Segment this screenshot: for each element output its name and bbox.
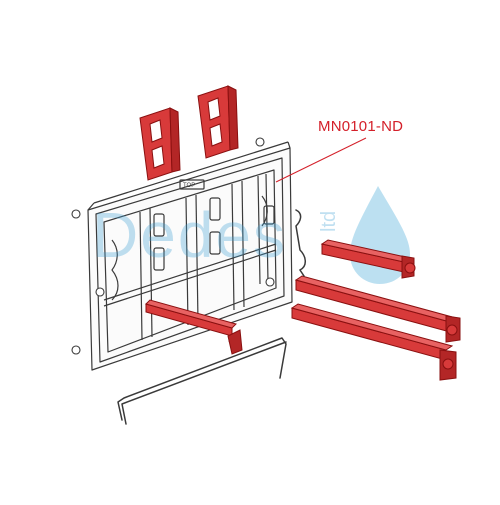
- wire-spring: [295, 209, 306, 277]
- wire-hanger: [117, 337, 287, 425]
- mounting-frame: TOP: [87, 141, 293, 371]
- part-number-label: MN0101-ND: [318, 118, 404, 135]
- bar-3: [294, 275, 461, 343]
- mounting-bars: [145, 239, 461, 381]
- leader-line: [275, 137, 367, 183]
- bar-2: [320, 239, 416, 279]
- bar-1: [145, 299, 243, 355]
- bracket-right: [197, 85, 239, 159]
- svg-text:TOP: TOP: [183, 183, 195, 189]
- bar-4: [290, 303, 457, 381]
- bracket-left: [139, 107, 181, 181]
- screws: [71, 137, 275, 355]
- upper-brackets: [139, 85, 239, 181]
